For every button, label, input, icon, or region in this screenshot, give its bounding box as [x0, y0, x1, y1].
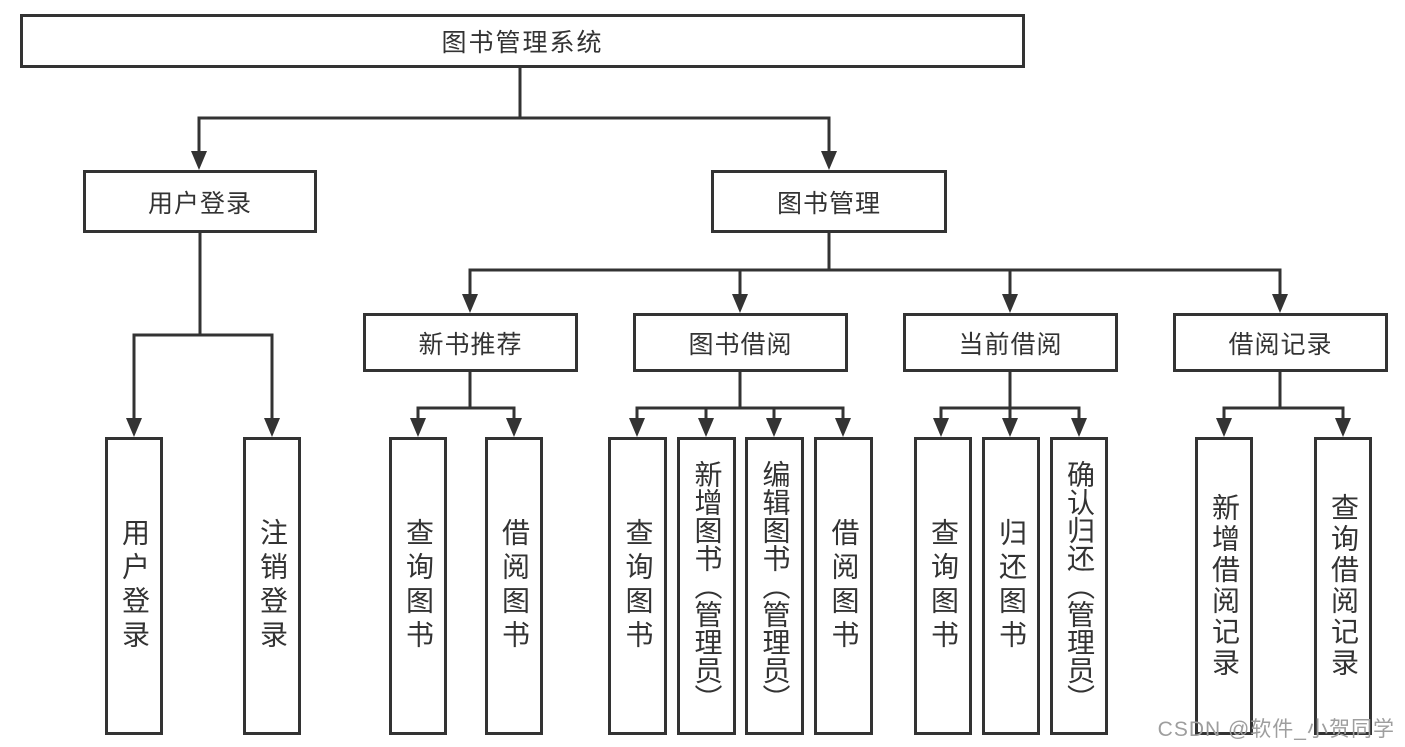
col-cb-confirm-return-admin: 确认归还（管理员） — [1050, 437, 1108, 735]
connector-borrow-records-split — [1216, 372, 1351, 437]
connector-root-split — [191, 68, 837, 170]
col-cb-confirm-return-admin-label: 确认归还（管理员） — [1064, 460, 1095, 712]
col-bb-query-books: 查询图书 — [608, 437, 667, 735]
node-current-borrow-label: 当前借阅 — [958, 330, 1063, 359]
col-bb-add-books-admin-label: 新增图书（管理员） — [691, 460, 723, 712]
node-user-login: 用户登录 — [83, 170, 317, 233]
csdn-watermark: CSDN @软件_小贺同学 — [1157, 718, 1395, 741]
col-nb-query-books: 查询图书 — [389, 437, 447, 735]
node-borrow-records-label: 借阅记录 — [1228, 330, 1333, 359]
col-logout-action: 注销登录 — [243, 437, 301, 735]
node-root-system-label: 图书管理系统 — [441, 29, 604, 57]
col-br-query-record-label: 查询借阅记录 — [1328, 493, 1359, 679]
col-bb-borrow-books-label: 借阅图书 — [828, 518, 860, 654]
connector-current-borrow-split — [933, 372, 1087, 437]
node-book-management: 图书管理 — [711, 170, 947, 233]
col-bb-borrow-books: 借阅图书 — [814, 437, 873, 735]
col-br-query-record: 查询借阅记录 — [1314, 437, 1372, 735]
col-bb-edit-books-admin-label: 编辑图书（管理员） — [759, 460, 791, 712]
node-root-system: 图书管理系统 — [20, 14, 1025, 68]
col-nb-borrow-books: 借阅图书 — [485, 437, 543, 735]
node-book-management-label: 图书管理 — [776, 189, 881, 218]
col-br-add-record: 新增借阅记录 — [1195, 437, 1253, 735]
col-cb-query-books-label: 查询图书 — [928, 518, 959, 654]
col-cb-return-books: 归还图书 — [982, 437, 1040, 735]
col-user-login-action: 用户登录 — [105, 437, 163, 735]
col-user-login-action-label: 用户登录 — [119, 518, 150, 654]
connector-book-borrow-split — [629, 372, 851, 437]
node-new-book-recommend: 新书推荐 — [363, 313, 578, 372]
connector-user-login-split — [126, 233, 280, 437]
node-book-borrow-label: 图书借阅 — [688, 330, 793, 359]
col-nb-borrow-books-label: 借阅图书 — [499, 518, 530, 654]
connector-book-management-split — [462, 233, 1288, 313]
node-current-borrow: 当前借阅 — [903, 313, 1118, 372]
node-borrow-records: 借阅记录 — [1173, 313, 1388, 372]
node-new-book-recommend-label: 新书推荐 — [418, 330, 523, 359]
connector-new-book-split — [410, 372, 522, 437]
col-bb-add-books-admin: 新增图书（管理员） — [677, 437, 736, 735]
col-nb-query-books-label: 查询图书 — [403, 518, 434, 654]
col-bb-edit-books-admin: 编辑图书（管理员） — [745, 437, 804, 735]
col-cb-return-books-label: 归还图书 — [996, 518, 1027, 654]
node-user-login-label: 用户登录 — [147, 189, 252, 218]
node-book-borrow: 图书借阅 — [633, 313, 848, 372]
col-logout-action-label: 注销登录 — [257, 518, 288, 654]
col-bb-query-books-label: 查询图书 — [622, 518, 654, 654]
col-cb-query-books: 查询图书 — [914, 437, 972, 735]
col-br-add-record-label: 新增借阅记录 — [1209, 493, 1240, 679]
